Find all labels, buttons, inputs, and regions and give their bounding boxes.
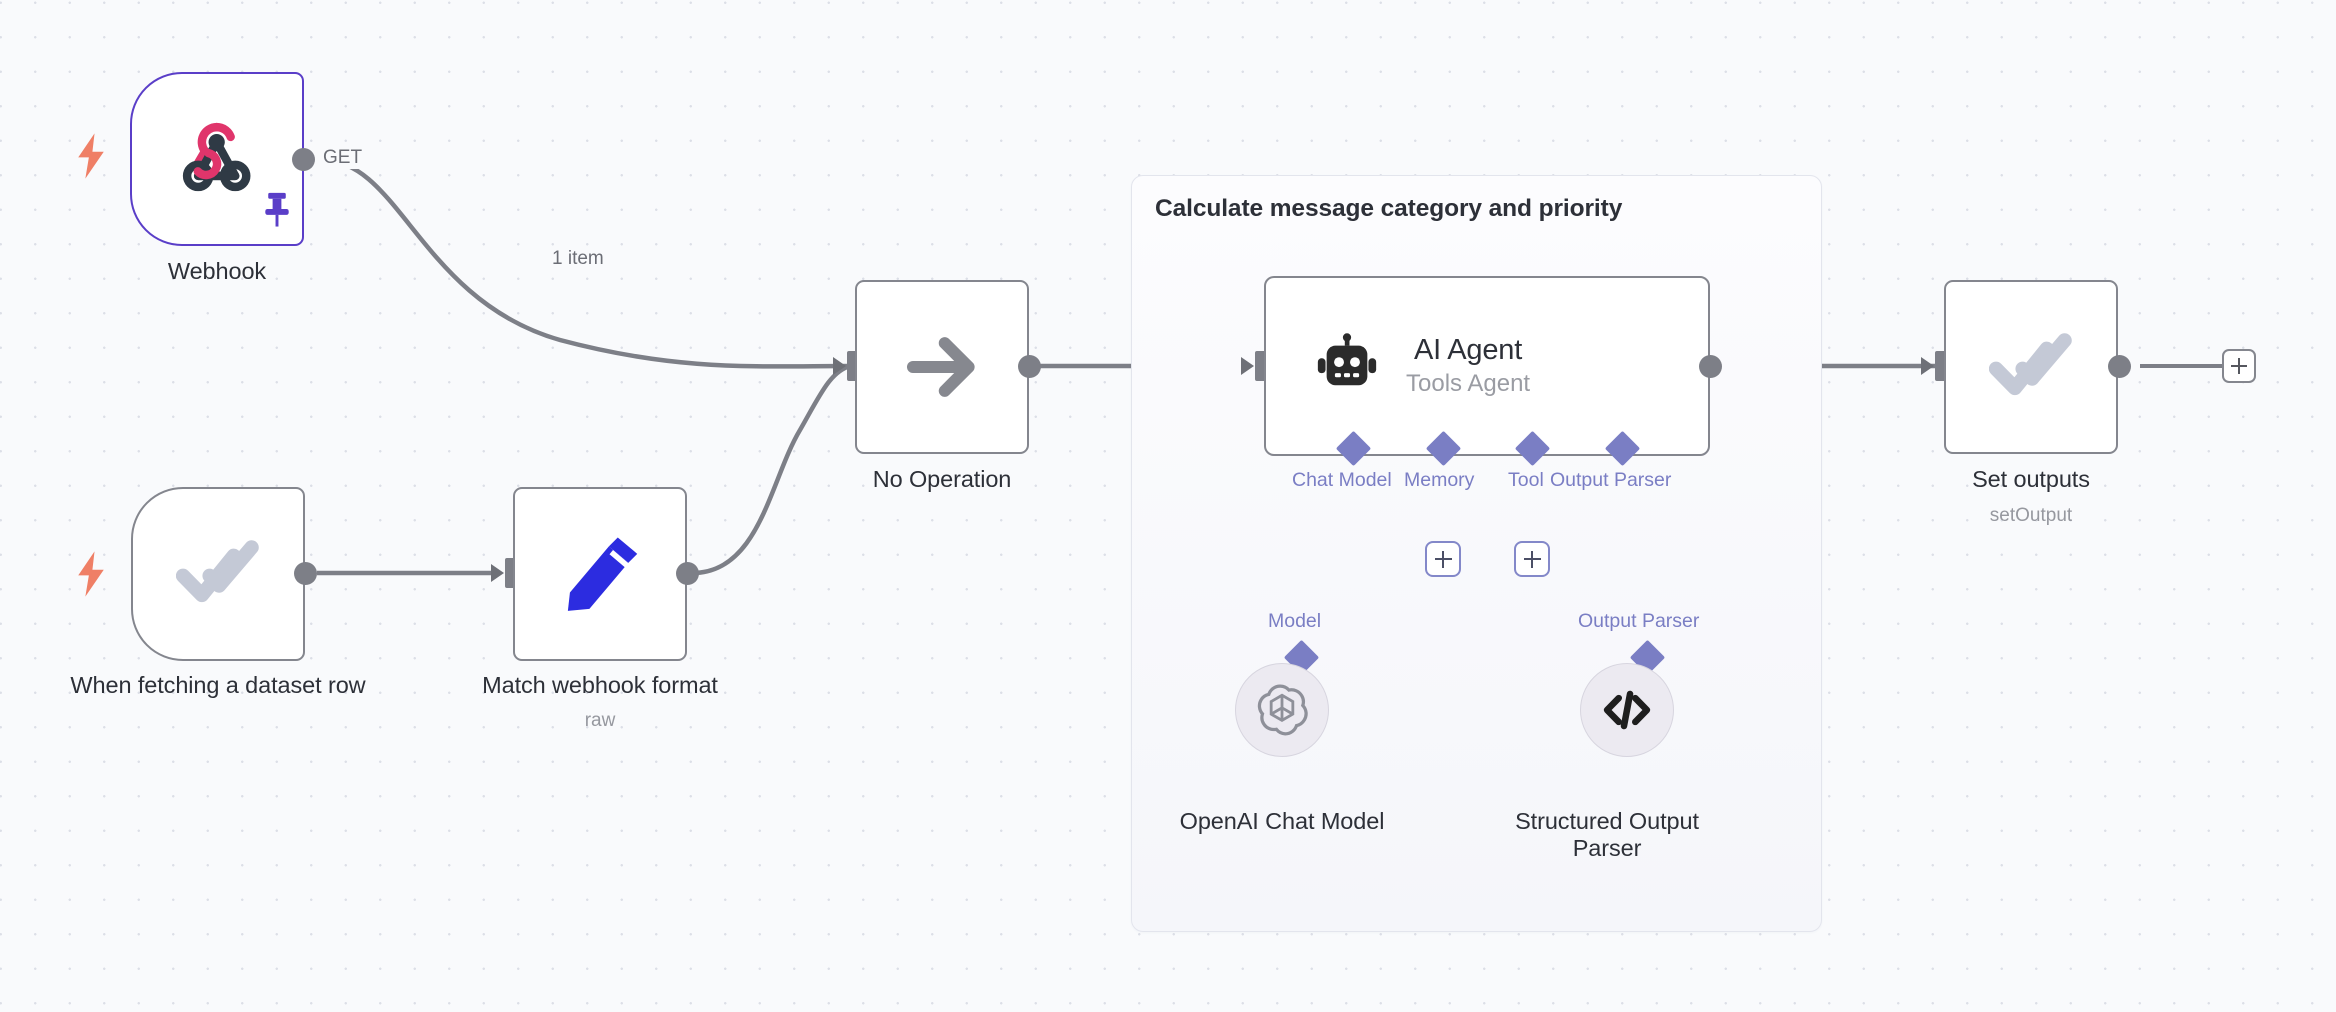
port-input-ai-agent[interactable] [1255, 351, 1266, 381]
port-input-set-outputs[interactable] [1935, 351, 1946, 381]
port-output-set-outputs[interactable] [2108, 355, 2131, 378]
port-label-memory: Memory [1404, 469, 1475, 491]
node-ai-agent[interactable]: AI Agent Tools Agent [1264, 276, 1710, 456]
node-caption-structured-output-parser: Structured Output Parser [1515, 808, 1699, 862]
ai-agent-subtitle: Tools Agent [1406, 369, 1531, 397]
port-output-webhook[interactable] [292, 148, 315, 171]
port-label-output-parser: Output Parser [1550, 469, 1672, 491]
trigger-bolt-icon [74, 132, 108, 180]
node-structured-output-parser[interactable] [1580, 663, 1674, 757]
arrow-right-icon [901, 326, 983, 408]
node-no-operation[interactable] [855, 280, 1029, 454]
node-caption-when-fetching-a-dataset-row: When fetching a dataset row [70, 672, 366, 698]
port-output-when-fetching[interactable] [294, 562, 317, 585]
add-memory-button[interactable] [1425, 541, 1461, 577]
node-subcaption-set-outputs: setOutput [1989, 505, 2073, 526]
webhook-icon [178, 120, 256, 198]
port-label-chat-model: Chat Model [1292, 469, 1392, 491]
node-set-outputs[interactable] [1936, 272, 2126, 462]
port-output-match-webhook-format[interactable] [676, 562, 699, 585]
node-caption-webhook: Webhook [167, 258, 267, 284]
connector-label-model: Model [1268, 610, 1322, 632]
robot-icon [1314, 333, 1380, 399]
node-caption-openai-chat-model: OpenAI Chat Model [1179, 808, 1385, 834]
node-openai-chat-model[interactable] [1235, 663, 1329, 757]
node-webhook[interactable] [130, 72, 304, 246]
node-caption-no-operation: No Operation [872, 466, 1012, 492]
add-tool-button[interactable] [1514, 541, 1550, 577]
port-input-match-webhook-format[interactable] [505, 558, 516, 588]
add-node-button[interactable] [2222, 349, 2256, 383]
node-subcaption-match-webhook-format: raw [584, 710, 616, 731]
group-title: Calculate message category and priority [1155, 195, 1623, 222]
pin-icon [262, 190, 292, 228]
ai-agent-title: AI Agent [1414, 334, 1523, 366]
node-caption-match-webhook-format: Match webhook format [482, 672, 718, 698]
code-brackets-icon [1601, 684, 1653, 736]
node-caption-set-outputs: Set outputs [1972, 466, 2090, 492]
openai-icon [1256, 684, 1308, 736]
port-label-tool: Tool [1508, 469, 1544, 491]
double-check-icon-2 [1989, 325, 2073, 409]
pencil-edit-icon [559, 533, 641, 615]
ai-agent-labels: AI Agent Tools Agent [1406, 333, 1530, 399]
edge-label-1-item: 1 item [548, 248, 608, 270]
node-when-fetching-a-dataset-row[interactable] [131, 487, 305, 661]
double-check-icon [176, 532, 260, 616]
port-output-no-operation[interactable] [1018, 355, 1041, 378]
node-match-webhook-format[interactable] [513, 487, 687, 661]
edge-label-get: GET [319, 147, 367, 169]
port-output-ai-agent[interactable] [1699, 355, 1722, 378]
port-input-no-operation[interactable] [847, 351, 858, 381]
trigger-bolt-icon-2 [74, 550, 108, 598]
connector-label-output-parser: Output Parser [1578, 610, 1700, 632]
